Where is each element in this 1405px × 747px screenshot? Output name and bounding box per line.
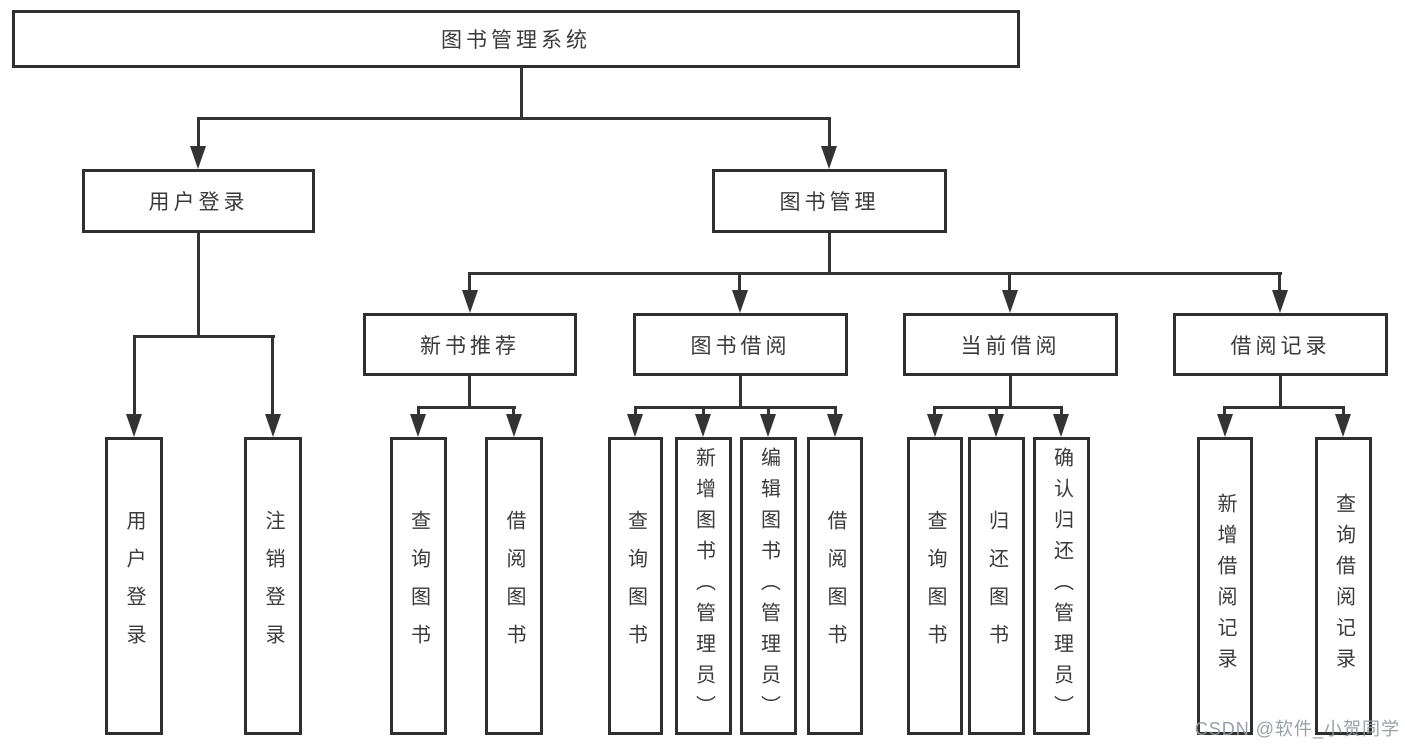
- connector-leaf-drop: [834, 406, 837, 418]
- node-borrow-records-label: 借阅记录: [1230, 334, 1331, 358]
- node-current-borrow-label: 当前借阅: [960, 334, 1061, 358]
- node-book-mgmt-label: 图书管理: [779, 191, 880, 214]
- arrowhead-down-leaf: [265, 414, 281, 437]
- connector-book-mgmt-drop: [828, 117, 831, 151]
- connector-user-login-stem: [197, 233, 200, 337]
- leaf-confirm-return-admin-label: 确认归还（管理员）: [1050, 446, 1073, 726]
- arrowhead-down-leaf: [827, 414, 843, 437]
- leaf-user-login-label: 用户登录: [123, 510, 145, 662]
- node-borrow-records: 借阅记录: [1173, 313, 1388, 376]
- connector-leaf-drop: [933, 406, 936, 418]
- connector-book-mgmt-bar: [468, 272, 1282, 275]
- leaf-add-book-admin-label: 新增图书（管理员）: [692, 446, 715, 726]
- watermark: CSDN @软件_小贺同学: [1194, 719, 1400, 739]
- leaf-borrow-book-label: 借阅图书: [824, 510, 846, 662]
- connector-section-bar: [634, 406, 837, 409]
- arrowhead-down-book-mgmt: [821, 146, 837, 169]
- leaf-add-borrow-record-label: 新增借阅记录: [1214, 493, 1236, 679]
- leaf-confirm-return-admin: 确认归还（管理员）: [1033, 437, 1090, 735]
- connector-section-drop: [738, 272, 741, 292]
- connector-section-stem: [1279, 376, 1282, 408]
- leaf-logout-label: 注销登录: [262, 510, 284, 662]
- connector-leaf-drop: [512, 406, 515, 418]
- connector-section-stem: [1009, 376, 1012, 408]
- connector-section-drop: [1008, 272, 1011, 292]
- connector-leaf-drop: [634, 406, 637, 418]
- arrowhead-down-leaf: [1053, 414, 1069, 437]
- leaf-query-borrow-record: 查询借阅记录: [1315, 437, 1372, 735]
- leaf-query-borrow-record-label: 查询借阅记录: [1332, 493, 1355, 679]
- arrowhead-down-leaf: [695, 414, 711, 437]
- arrowhead-down-leaf: [760, 414, 776, 437]
- node-root-label: 图书管理系统: [441, 29, 591, 52]
- connector-leaf-drop: [271, 335, 274, 417]
- connector-section-bar: [933, 406, 1063, 409]
- node-new-books: 新书推荐: [363, 313, 577, 376]
- arrowhead-down-leaf: [627, 414, 643, 437]
- leaf-borrow-query-books-label: 查询图书: [624, 510, 647, 662]
- connector-section-bar: [417, 406, 516, 409]
- connector-leaf-drop: [767, 406, 770, 418]
- leaf-current-query-books-label: 查询图书: [924, 510, 946, 662]
- leaf-return-book: 归还图书: [968, 437, 1025, 735]
- arrowhead-down-leaf: [410, 414, 426, 437]
- connector-section-stem: [739, 376, 742, 408]
- arrowhead-down-user-login: [190, 146, 206, 169]
- leaf-newbooks-borrow-books-label: 借阅图书: [503, 510, 525, 662]
- leaf-current-query-books: 查询图书: [907, 437, 963, 735]
- connector-leaf-drop: [133, 335, 136, 417]
- leaf-user-login: 用户登录: [105, 437, 163, 735]
- leaf-borrow-query-books: 查询图书: [608, 437, 663, 735]
- node-book-borrow: 图书借阅: [633, 313, 848, 376]
- leaf-return-book-label: 归还图书: [985, 510, 1008, 662]
- node-root: 图书管理系统: [12, 10, 1020, 68]
- connector-leaf-drop: [1223, 406, 1226, 418]
- connector-section-drop: [1278, 272, 1281, 292]
- connector-user-login-drop: [197, 117, 200, 151]
- connector-section-bar: [1223, 406, 1345, 409]
- arrowhead-down-leaf: [1335, 414, 1351, 437]
- leaf-edit-book-admin-label: 编辑图书（管理员）: [757, 446, 780, 726]
- leaf-edit-book-admin: 编辑图书（管理员）: [740, 437, 797, 735]
- connector-section-drop: [468, 272, 471, 292]
- arrowhead-down-section: [1002, 290, 1018, 313]
- leaf-newbooks-borrow-books: 借阅图书: [485, 437, 543, 735]
- arrowhead-down-leaf: [988, 414, 1004, 437]
- leaf-newbooks-query-books-label: 查询图书: [407, 510, 430, 662]
- arrowhead-down-leaf: [506, 414, 522, 437]
- connector-user-login-bar: [133, 335, 275, 338]
- leaf-logout: 注销登录: [244, 437, 302, 735]
- node-user-login-label: 用户登录: [148, 191, 249, 214]
- arrowhead-down-leaf: [927, 414, 943, 437]
- connector-book-mgmt-stem: [828, 233, 831, 274]
- node-new-books-label: 新书推荐: [420, 334, 520, 358]
- leaf-add-borrow-record: 新增借阅记录: [1197, 437, 1253, 735]
- connector-leaf-drop: [1060, 406, 1063, 418]
- arrowhead-down-section: [732, 290, 748, 313]
- connector-leaf-drop: [702, 406, 705, 418]
- arrowhead-down-section: [462, 290, 478, 313]
- connector-section-stem: [468, 376, 471, 408]
- leaf-add-book-admin: 新增图书（管理员）: [675, 437, 732, 735]
- connector-root-stem: [520, 68, 523, 120]
- arrowhead-down-section: [1272, 290, 1288, 313]
- node-book-borrow-label: 图书借阅: [690, 334, 791, 358]
- arrowhead-down-leaf: [1217, 414, 1233, 437]
- arrowhead-down-leaf: [126, 414, 142, 437]
- leaf-newbooks-query-books: 查询图书: [390, 437, 447, 735]
- connector-root-bar: [197, 117, 831, 120]
- node-user-login: 用户登录: [82, 169, 315, 233]
- connector-leaf-drop: [1342, 406, 1345, 418]
- node-book-mgmt: 图书管理: [712, 169, 947, 233]
- connector-leaf-drop: [995, 406, 998, 418]
- connector-leaf-drop: [417, 406, 420, 418]
- leaf-borrow-book: 借阅图书: [807, 437, 863, 735]
- node-current-borrow: 当前借阅: [903, 313, 1118, 376]
